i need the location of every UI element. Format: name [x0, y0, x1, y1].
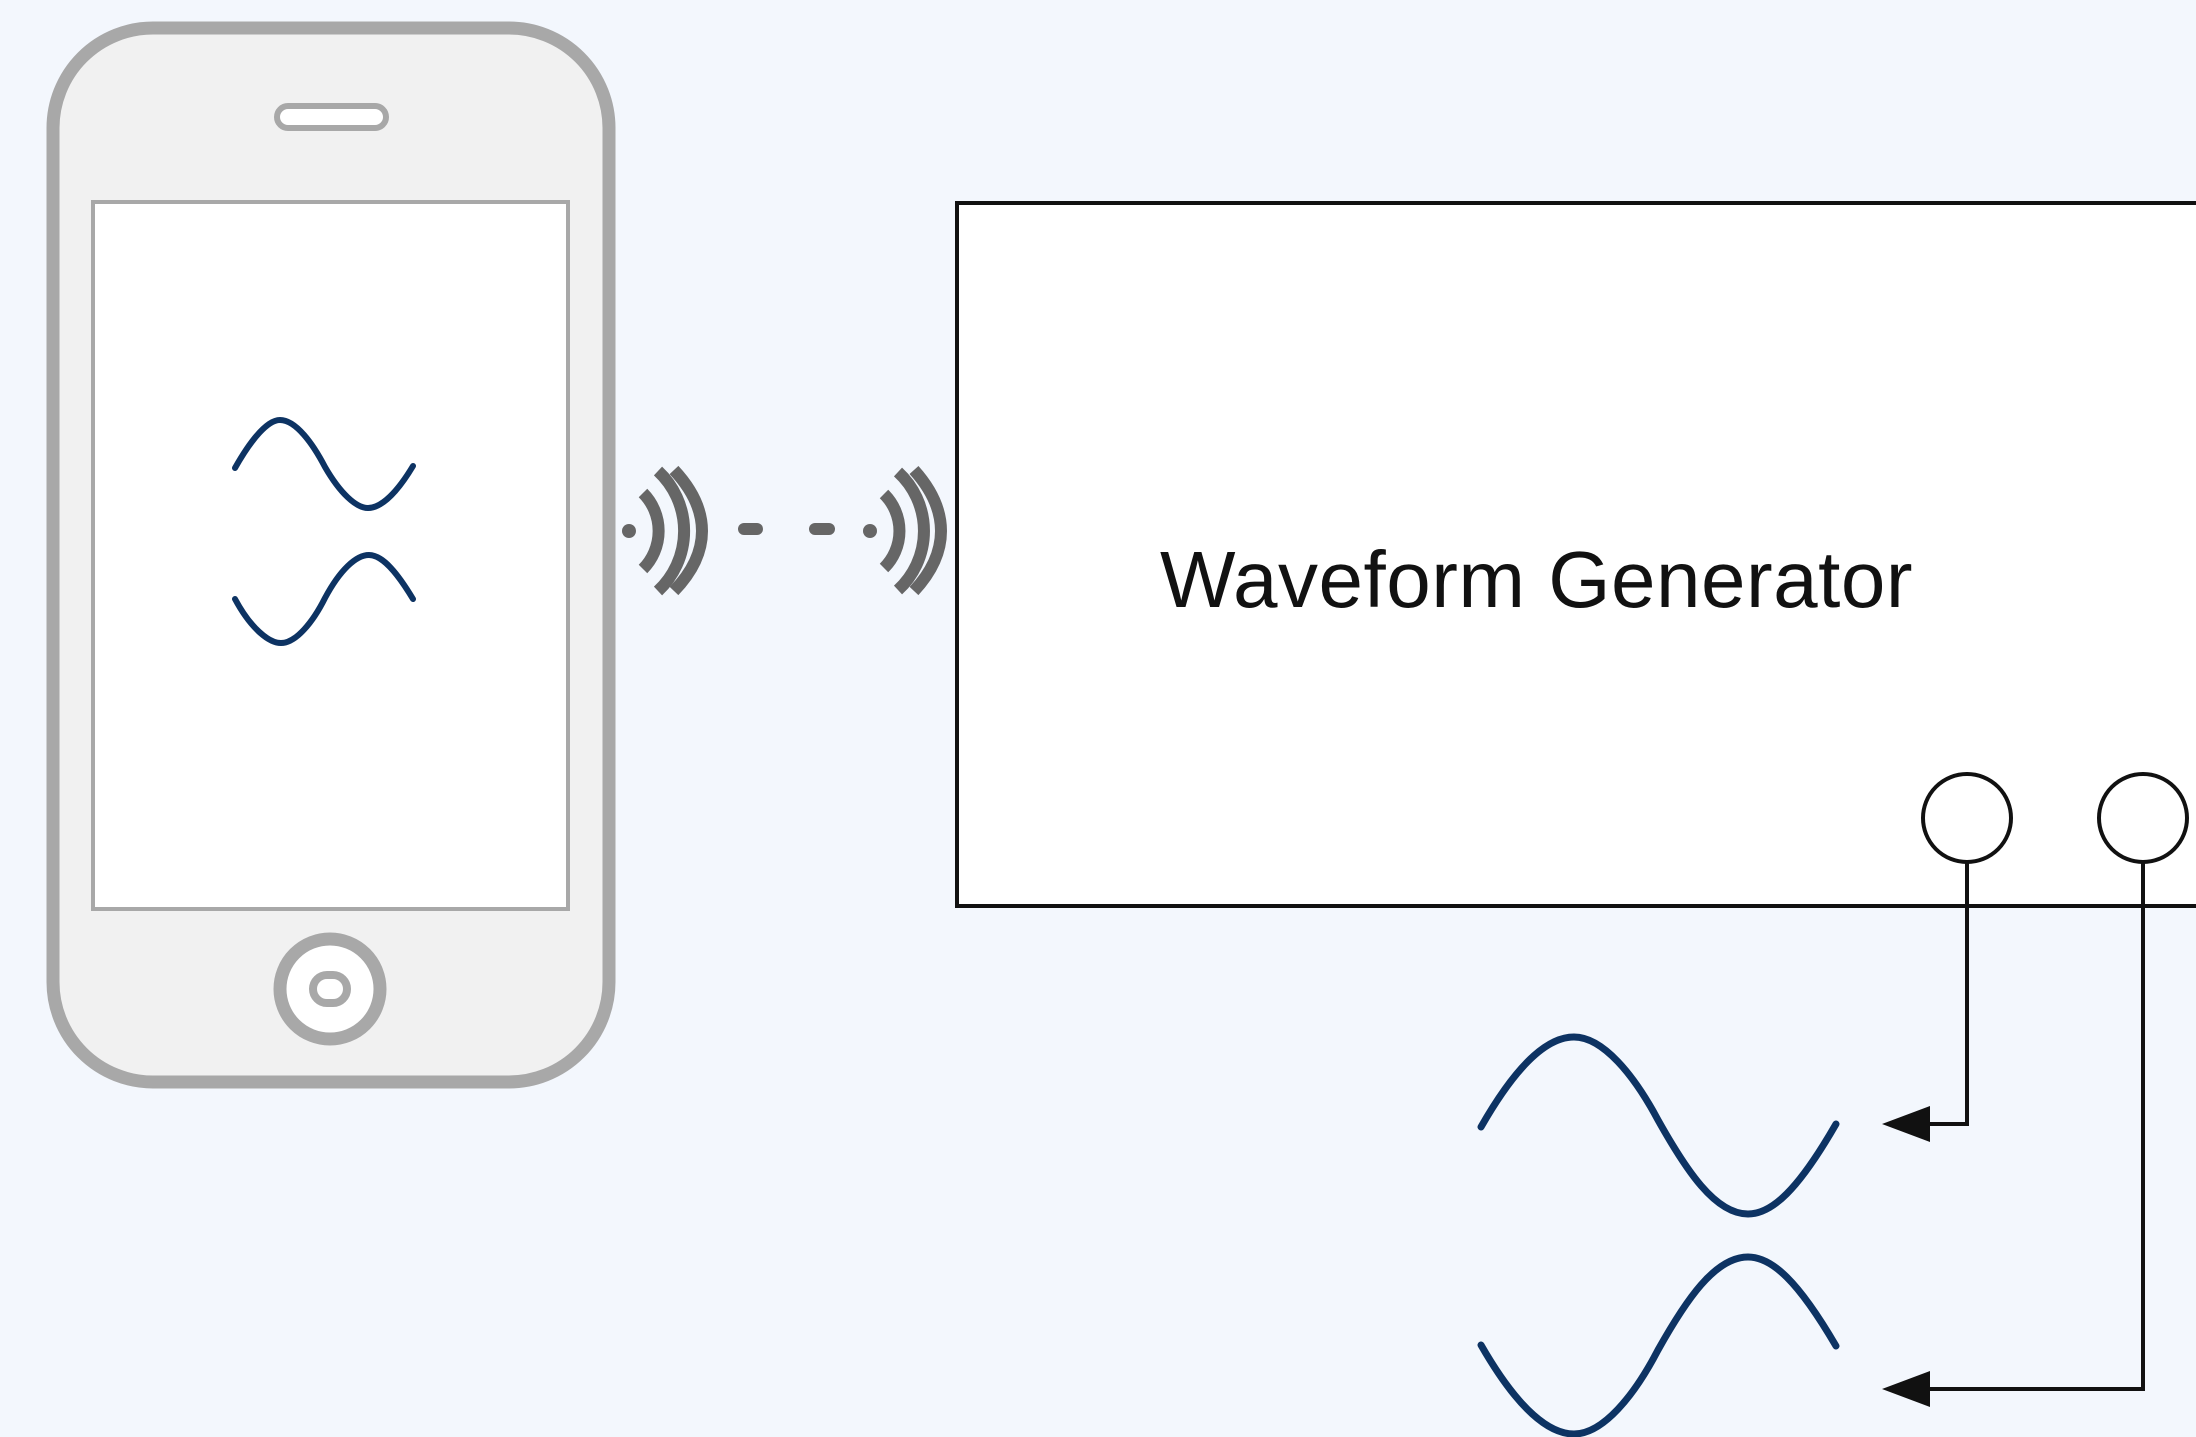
wireless-link: [622, 465, 948, 596]
sine-wave-icon: [232, 416, 416, 512]
wireless-signal-icon: [863, 465, 948, 596]
arrowheads: [1882, 1106, 1930, 1407]
generator-box: [955, 201, 2196, 908]
wireless-signal-icon: [622, 465, 709, 596]
arrow-left-icon: [1882, 1106, 1930, 1142]
output-line-2: [1928, 862, 2145, 1391]
phone-speaker: [274, 103, 389, 131]
output-waves: [1477, 1033, 1840, 1437]
output-line-1: [1928, 862, 1969, 1126]
sine-wave-icon: [232, 551, 416, 647]
arrow-left-icon: [1882, 1371, 1930, 1407]
sine-wave-icon: [1477, 1253, 1840, 1437]
phone-home-button-square: [309, 971, 351, 1007]
sine-wave-icon: [1477, 1033, 1840, 1218]
output-connections: [1928, 862, 2145, 1391]
phone-waves: [232, 416, 416, 647]
smartphone-icon: [46, 21, 616, 1089]
output-connector-icon[interactable]: [1921, 772, 2013, 864]
phone-screen: [91, 200, 570, 911]
waveform-generator: [955, 201, 2196, 908]
output-connector-icon[interactable]: [2097, 772, 2189, 864]
